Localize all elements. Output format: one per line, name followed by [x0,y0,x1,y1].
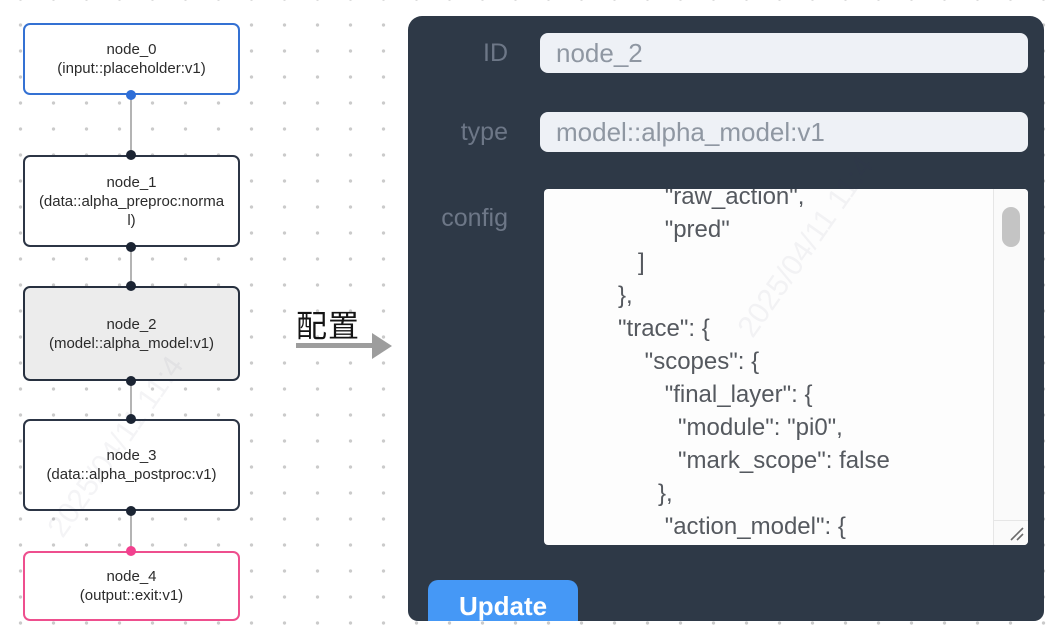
config-field-label: config [441,204,508,232]
node3-input-port-icon[interactable] [126,414,136,424]
node2-output-port-icon[interactable] [126,376,136,386]
node2-input-port-icon[interactable] [126,281,136,291]
config-textarea[interactable]: "raw_action", "pred" ] }, "trace": { "sc… [544,189,1028,545]
flow-node-node_3[interactable]: node_3 (data::alpha_postproc:v1) [23,419,240,511]
configure-label: 配置 [296,309,360,344]
node-title: node_4 [106,568,157,585]
config-arrow-icon [296,343,372,348]
node0-output-port-icon[interactable] [126,90,136,100]
flow-node-node_0[interactable]: node_0 (input::placeholder:v1) [23,23,240,95]
scrollbar-track[interactable] [993,189,1028,545]
node-subtitle: (input::placeholder:v1) [57,60,206,77]
node-subtitle: (data::alpha_preproc:normal) [38,192,225,229]
node1-output-port-icon[interactable] [126,242,136,252]
id-input[interactable] [540,33,1028,73]
type-field-label: type [460,118,508,146]
edge-line [130,95,132,155]
config-panel: ID type config "raw_action", "pred" ] },… [408,16,1044,621]
flow-node-node_2[interactable]: node_2 (model::alpha_model:v1) [23,286,240,381]
node3-output-port-icon[interactable] [126,506,136,516]
flow-node-node_1[interactable]: node_1 (data::alpha_preproc:normal) [23,155,240,247]
node4-input-port-icon[interactable] [126,546,136,556]
node-title: node_2 [106,315,157,333]
flow-node-node_4[interactable]: node_4 (output::exit:v1) [23,551,240,621]
scrollbar-corner-divider [993,520,1028,521]
node-subtitle: (data::alpha_postproc:v1) [46,466,217,483]
type-input[interactable] [540,112,1028,152]
node1-input-port-icon[interactable] [126,150,136,160]
resize-handle-icon[interactable] [1007,524,1025,542]
id-field-label: ID [483,39,508,67]
node-title: node_1 [106,173,157,191]
node-subtitle: (output::exit:v1) [79,587,184,604]
node-subtitle: (model::alpha_model:v1) [48,334,215,352]
scrollbar-thumb[interactable] [1002,207,1020,247]
node-title: node_3 [106,447,157,464]
edge-line [130,511,132,551]
config-arrow-head-icon [372,333,392,359]
update-button[interactable]: Update [428,580,578,621]
node-title: node_0 [106,41,157,58]
edge-line [130,381,132,419]
edge-line [130,247,132,286]
config-json-text: "raw_action", "pred" ] }, "trace": { "sc… [618,189,890,540]
